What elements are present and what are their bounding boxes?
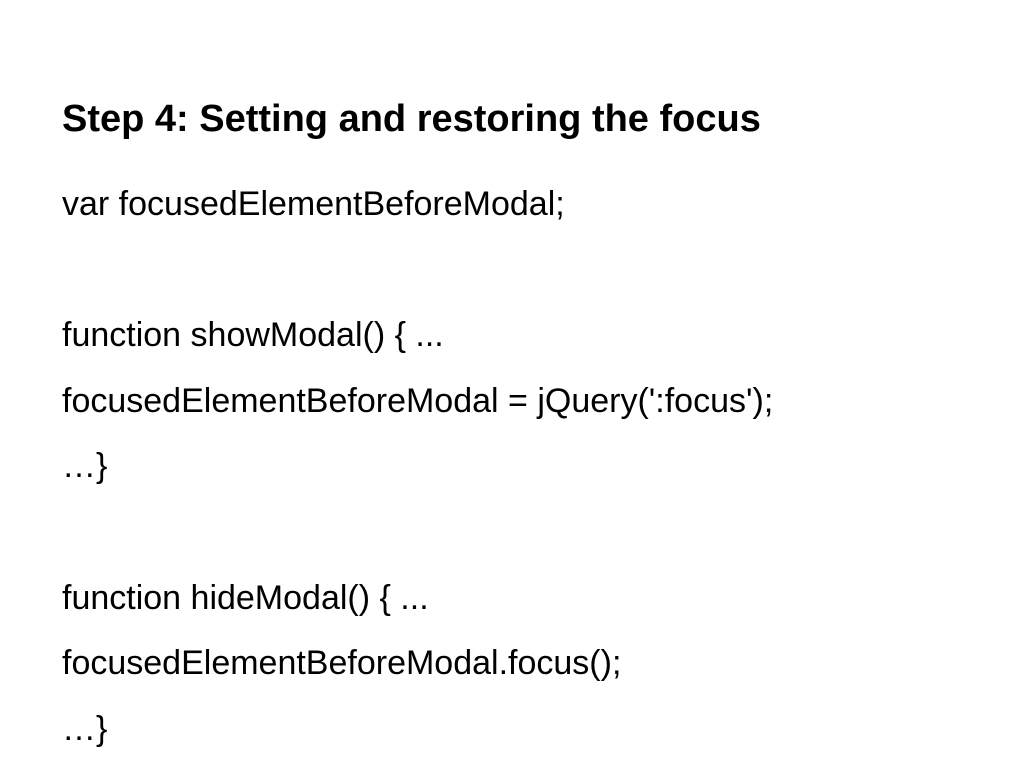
code-line: function showModal() { ...: [62, 316, 444, 355]
code-body: var focusedElementBeforeModal; function …: [62, 172, 773, 762]
code-line: function hideModal() { ...: [62, 578, 429, 617]
slide-title: Step 4: Setting and restoring the focus: [62, 98, 761, 140]
blank-line: [62, 238, 773, 304]
blank-line: [62, 500, 773, 566]
code-line: var focusedElementBeforeModal;: [62, 185, 565, 223]
code-line: focusedElementBeforeModal.focus();: [62, 644, 622, 683]
code-line: focusedElementBeforeModal = jQuery(':foc…: [62, 381, 774, 420]
code-line: …}: [62, 447, 108, 486]
code-line: …}: [62, 709, 108, 748]
